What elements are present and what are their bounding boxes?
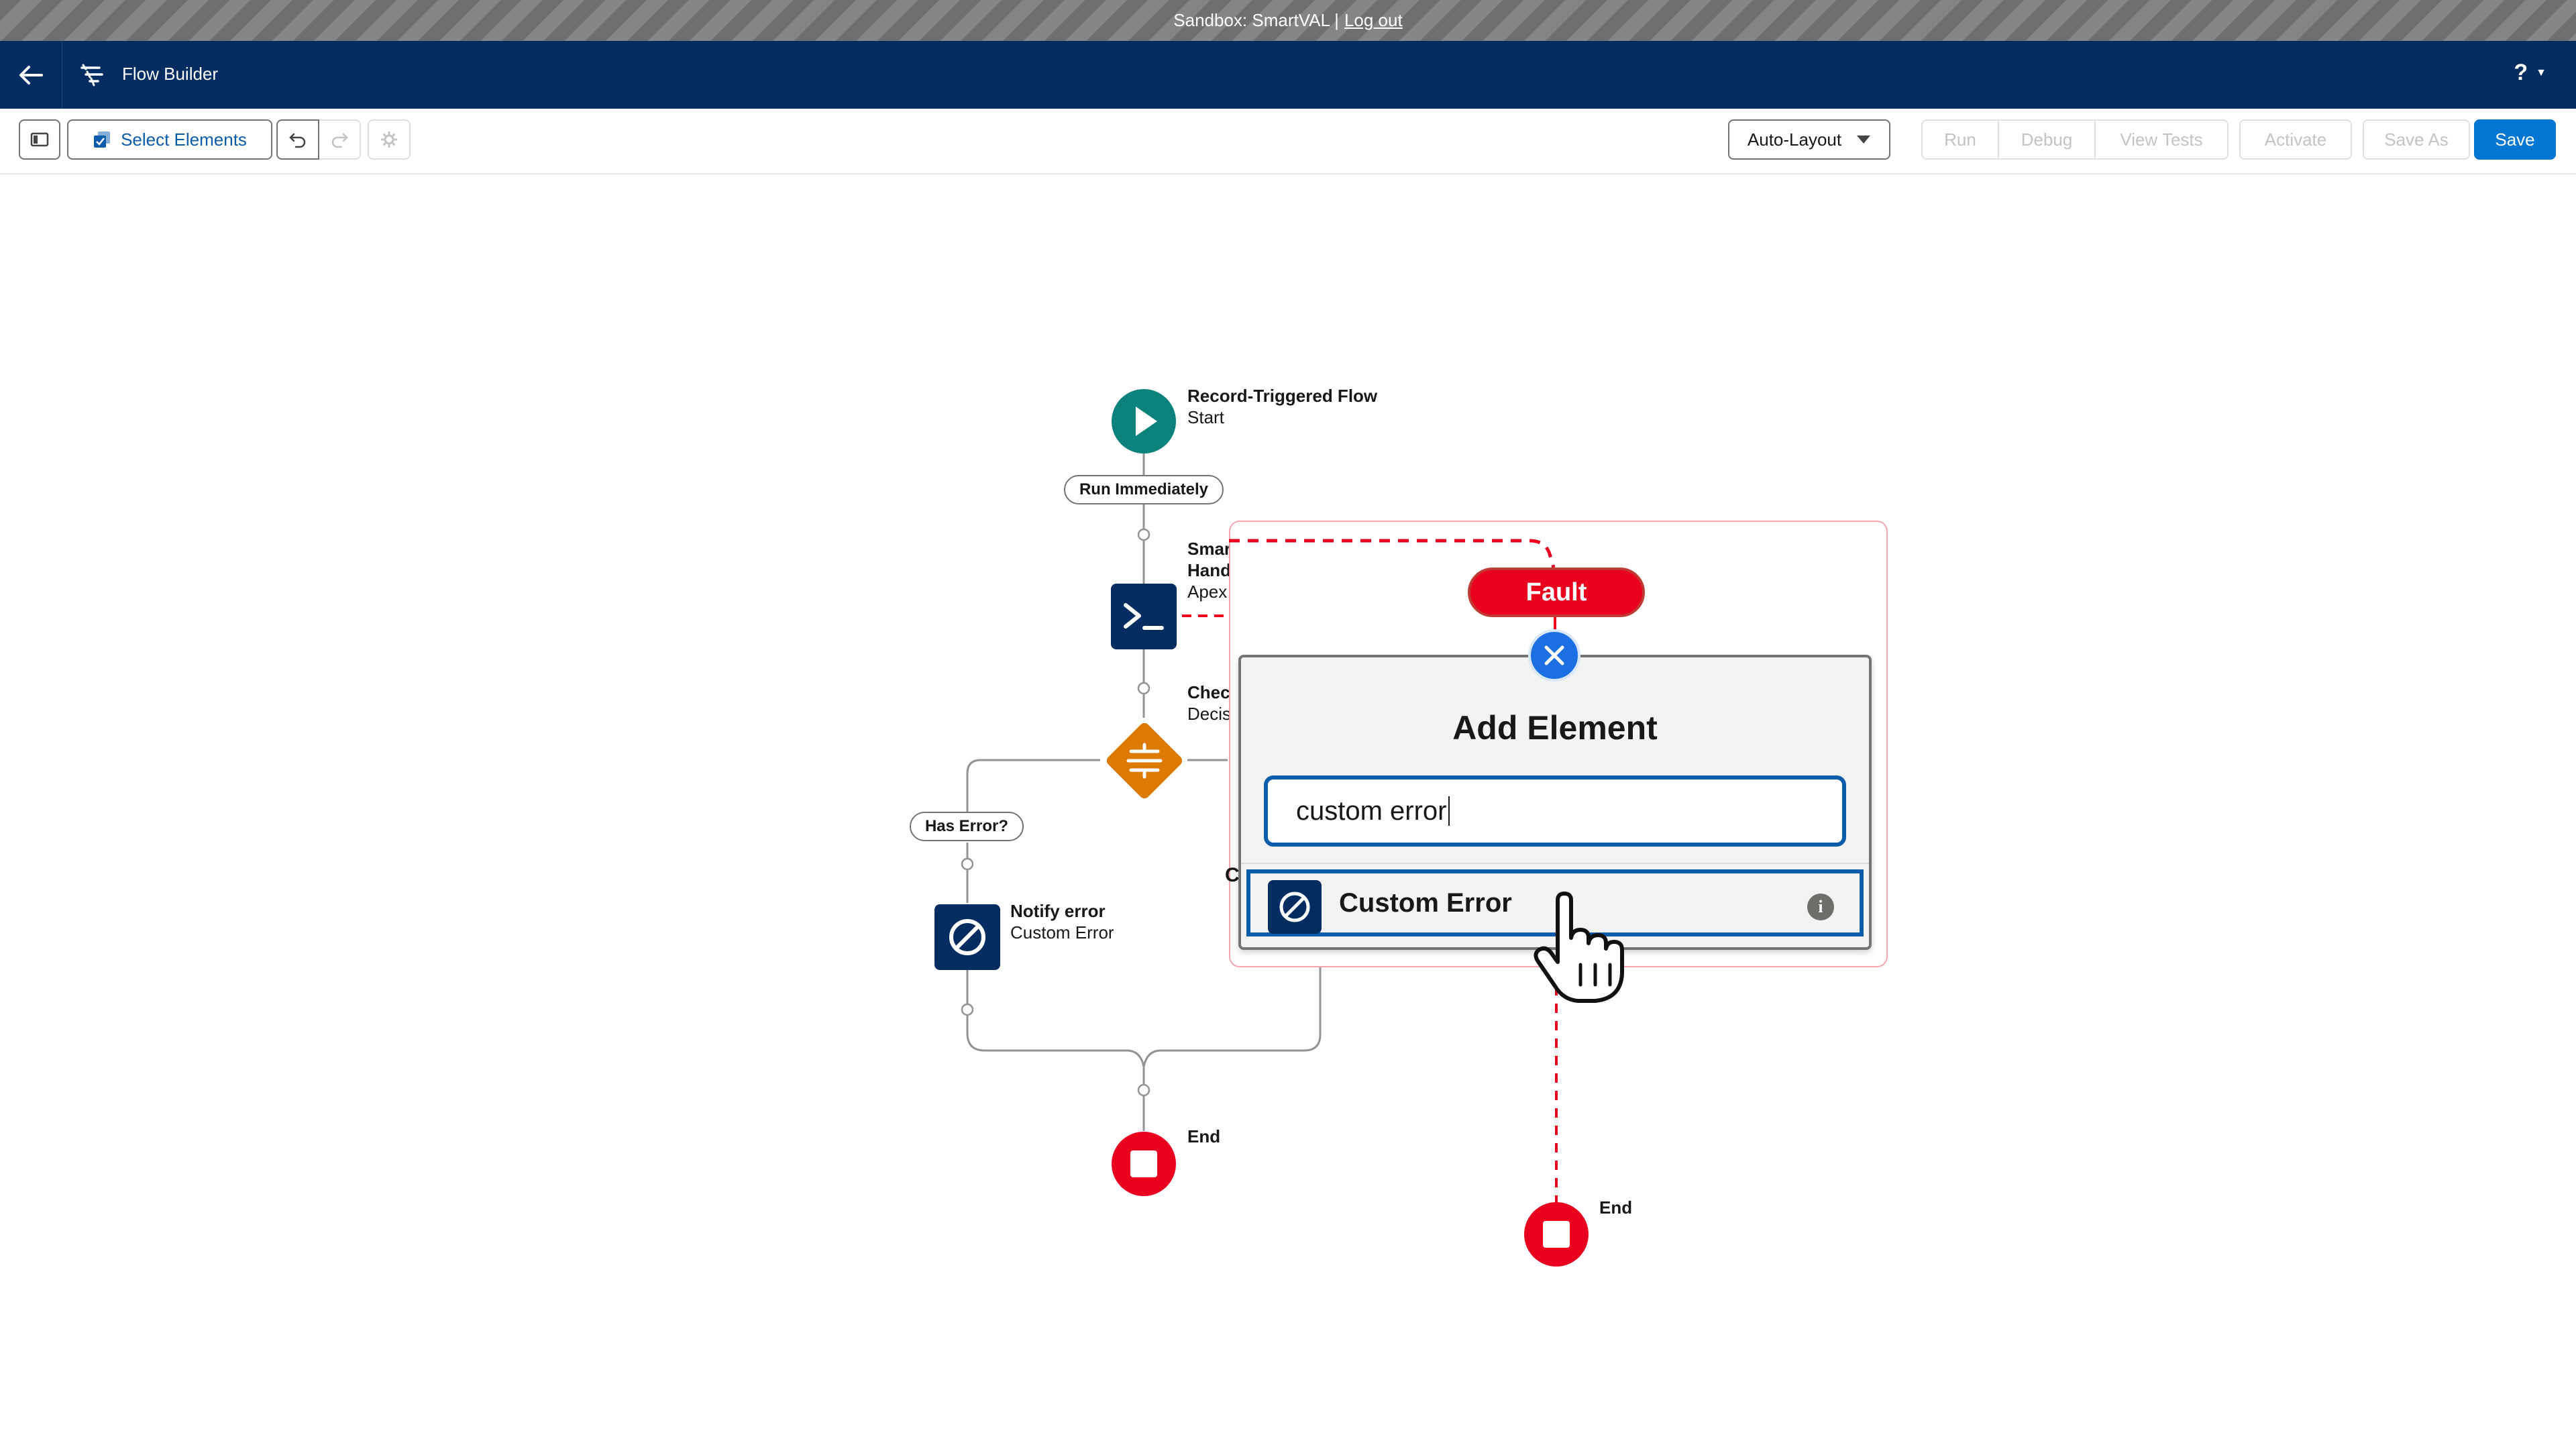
help-icon: ?	[2514, 60, 2528, 85]
back-arrow-icon	[19, 65, 43, 85]
custom-error-node[interactable]	[934, 904, 1000, 970]
end-node-label: End	[1187, 1126, 1220, 1147]
add-element-panel: Add Element custom error Custom Error i	[1238, 655, 1872, 950]
decision-title: Chec	[1187, 682, 1230, 702]
apex-title-line1: Smar	[1187, 539, 1232, 559]
merge-connector	[966, 967, 1322, 1067]
decision-node-label: Chec Decis	[1187, 682, 1231, 724]
sandbox-text: Sandbox: SmartVAL |	[1173, 10, 1339, 30]
hidden-node-label-fragment: C	[1225, 864, 1240, 886]
add-element-title: Add Element	[1452, 709, 1658, 747]
custom-error-icon	[949, 919, 985, 955]
element-search-value: custom error	[1296, 796, 1447, 826]
hand-pointer-cursor-icon	[1534, 892, 1624, 1003]
panel-divider	[1241, 863, 1869, 864]
branch-left	[966, 759, 1100, 812]
fault-end-title: End	[1599, 1197, 1633, 1218]
sandbox-banner: Sandbox: SmartVAL | Log out	[0, 0, 2576, 41]
text-cursor	[1448, 796, 1450, 826]
add-element-node[interactable]	[961, 857, 974, 871]
select-elements-icon	[94, 131, 111, 148]
start-title: Record-Triggered Flow	[1187, 386, 1378, 406]
add-element-node[interactable]	[1137, 1083, 1150, 1097]
decision-icon	[1126, 743, 1163, 779]
notify-node-label: Notify error Custom Error	[1010, 900, 1114, 943]
has-error-outcome-label[interactable]: Has Error?	[910, 812, 1024, 841]
apex-subtitle: Apex	[1187, 582, 1228, 602]
undo-button[interactable]	[276, 119, 319, 160]
decision-node[interactable]	[1097, 714, 1191, 808]
debug-button[interactable]: Debug	[1998, 119, 2096, 160]
panel-toggle-icon	[30, 132, 49, 147]
start-subtitle: Start	[1187, 407, 1224, 427]
chevron-down-icon	[1857, 136, 1871, 144]
end-node[interactable]	[1110, 1130, 1177, 1197]
apex-node-label: Smar Hand Apex	[1187, 538, 1231, 602]
layout-mode-value: Auto-Layout	[1747, 129, 1842, 150]
play-icon	[1136, 407, 1157, 436]
run-button[interactable]: Run	[1921, 119, 1999, 160]
custom-error-icon	[1268, 880, 1322, 934]
redo-icon	[331, 133, 348, 148]
run-immediately-path-label[interactable]: Run Immediately	[1064, 475, 1224, 504]
back-button[interactable]	[0, 41, 62, 109]
notify-subtitle: Custom Error	[1010, 922, 1114, 943]
element-search-input[interactable]: custom error	[1264, 775, 1846, 847]
search-result-label: Custom Error	[1339, 888, 1512, 918]
fault-path-label[interactable]: Fault	[1468, 568, 1645, 617]
save-as-button[interactable]: Save As	[2363, 119, 2470, 160]
settings-button[interactable]	[368, 119, 411, 160]
toolbar: Select Elements Auto-Layout Run Debug Vi…	[0, 109, 2576, 174]
start-node-label: Record-Triggered Flow Start	[1187, 385, 1377, 428]
search-result-custom-error[interactable]: Custom Error i	[1246, 869, 1864, 936]
activate-button[interactable]: Activate	[2239, 119, 2352, 160]
add-element-node[interactable]	[961, 1003, 974, 1016]
fault-end-node-label: End	[1599, 1197, 1632, 1218]
save-button[interactable]: Save	[2474, 119, 2556, 160]
close-popover-button[interactable]	[1528, 629, 1580, 682]
app-header: Flow Builder ? ▼	[0, 41, 2576, 109]
stop-icon	[1130, 1150, 1157, 1177]
select-elements-label: Select Elements	[121, 129, 247, 150]
add-element-node[interactable]	[1137, 682, 1150, 695]
gear-icon	[381, 131, 397, 148]
start-node[interactable]	[1110, 388, 1177, 455]
add-element-node[interactable]	[1137, 528, 1150, 541]
redo-button[interactable]	[318, 119, 361, 160]
fault-end-node[interactable]	[1523, 1201, 1590, 1268]
info-icon[interactable]: i	[1807, 894, 1834, 920]
chevron-down-icon: ▼	[2536, 66, 2546, 78]
apex-title-line2: Hand	[1187, 560, 1231, 580]
notify-title: Notify error	[1010, 901, 1106, 921]
layout-mode-select[interactable]: Auto-Layout	[1728, 119, 1890, 160]
end-title: End	[1187, 1126, 1221, 1146]
undo-icon	[289, 133, 306, 148]
apex-action-node[interactable]	[1111, 584, 1177, 649]
app-title: Flow Builder	[122, 64, 219, 84]
apex-icon	[1124, 603, 1164, 630]
logout-link[interactable]: Log out	[1344, 10, 1403, 30]
flow-builder-icon	[80, 64, 103, 87]
view-tests-button[interactable]: View Tests	[2094, 119, 2229, 160]
toggle-panel-button[interactable]	[19, 119, 60, 160]
help-menu-button[interactable]: ? ▼	[2514, 60, 2546, 86]
decision-subtitle: Decis	[1187, 704, 1232, 724]
close-icon	[1544, 645, 1564, 665]
select-elements-button[interactable]: Select Elements	[67, 119, 272, 160]
stop-icon	[1543, 1221, 1570, 1248]
